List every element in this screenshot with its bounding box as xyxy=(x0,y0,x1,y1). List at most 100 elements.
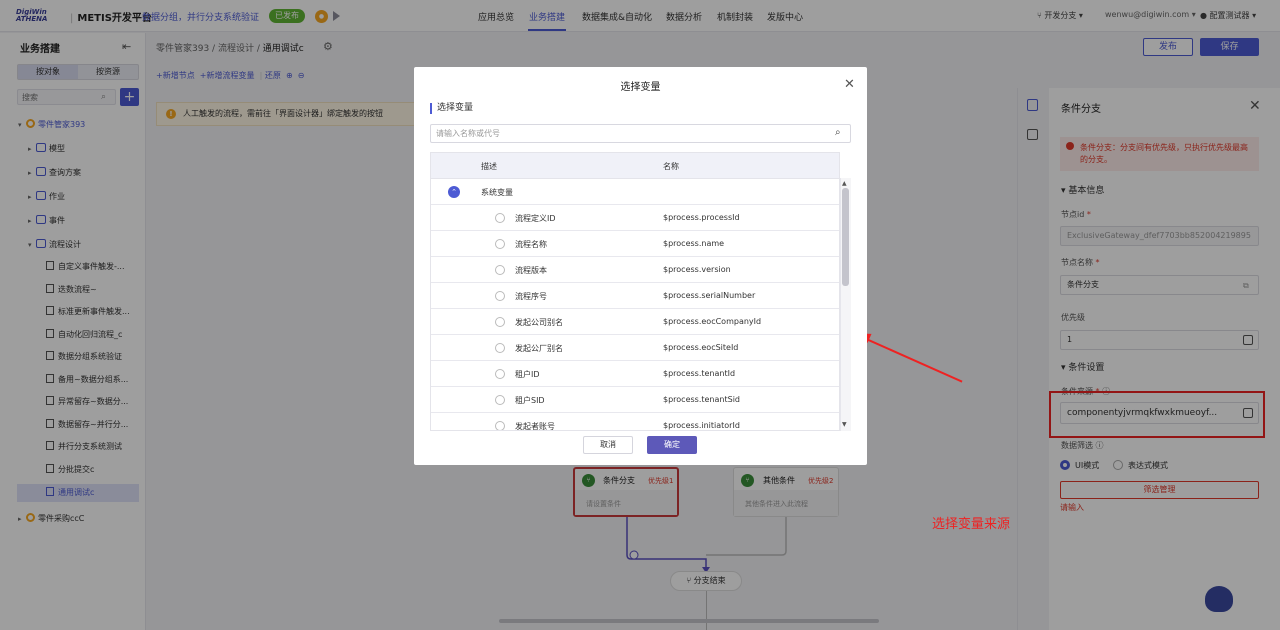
gear-icon[interactable]: ⚙ xyxy=(323,40,333,53)
publish-button[interactable]: 发布 xyxy=(1143,38,1193,56)
tree-item-flow-design[interactable]: ▾流程设计 xyxy=(28,239,81,249)
add-flow-variable-button[interactable]: +新增流程变量 xyxy=(199,71,255,80)
restore-button[interactable]: 还原 xyxy=(264,71,281,80)
table-row[interactable]: 发起者账号$process.initiatorId xyxy=(431,413,839,430)
table-row[interactable]: 流程定义ID$process.processId xyxy=(431,205,839,231)
group-row-system[interactable]: ⌃ 系统变量 xyxy=(431,179,839,205)
zoom-in-icon[interactable]: ⊕ xyxy=(285,71,293,80)
properties-icon[interactable] xyxy=(1027,99,1038,111)
user-email[interactable]: wenwu@digiwin.com ▾ xyxy=(1105,10,1196,19)
close-icon[interactable]: ✕ xyxy=(1249,98,1261,114)
expand-icon[interactable] xyxy=(1243,408,1253,418)
table-row[interactable]: 租户ID$process.tenantId xyxy=(431,361,839,387)
row-radio[interactable] xyxy=(495,317,505,327)
close-icon[interactable]: ✕ xyxy=(844,77,855,92)
row-radio[interactable] xyxy=(495,291,505,301)
table-row[interactable]: 流程名称$process.name xyxy=(431,231,839,257)
tree-item-flow[interactable]: 分批提交c xyxy=(46,461,94,479)
filter-manage-button[interactable]: 筛选管理 xyxy=(1060,481,1259,499)
tree-item-query[interactable]: ▸查询方案 xyxy=(28,167,81,177)
row-radio[interactable] xyxy=(495,369,505,379)
tree-item-model[interactable]: ▸模型 xyxy=(28,143,65,153)
row-radio[interactable] xyxy=(495,421,505,430)
tree-item-flow[interactable]: 异常留存~数据分... xyxy=(46,393,128,411)
tree-item-flow[interactable]: 备用~数据分组系... xyxy=(46,371,128,389)
branch-icon: ⑂ xyxy=(741,474,754,487)
tree-item-flow[interactable]: 数据分组系统验证 xyxy=(46,348,122,366)
tree-item-flow[interactable]: 迭数流程~ xyxy=(46,281,97,299)
tester-menu[interactable]: ● 配置测试器 ▾ xyxy=(1200,11,1257,20)
section-condition[interactable]: ▾ 条件设置 xyxy=(1061,363,1105,373)
cancel-button[interactable]: 取消 xyxy=(583,436,633,454)
translate-icon[interactable]: ⧉ xyxy=(1243,281,1249,290)
horizontal-scrollbar[interactable] xyxy=(499,619,879,623)
tree-item-flow-selected[interactable]: 通用调试c xyxy=(17,484,139,502)
tree-item-flow[interactable]: 自动化回归流程_c xyxy=(46,326,122,344)
chevron-up-icon[interactable]: ⌃ xyxy=(448,186,460,198)
tree-item-flow[interactable]: 标准更新事件触发... xyxy=(46,303,130,321)
row-radio[interactable] xyxy=(495,239,505,249)
ui-mode-label[interactable]: UI模式 xyxy=(1075,461,1100,470)
nav-data-integration[interactable]: 数据集成&自动化 xyxy=(582,13,653,23)
app-name[interactable]: 数据分组，并行分支系统验证 xyxy=(142,13,260,23)
add-node-button[interactable]: +新增节点 xyxy=(156,71,195,80)
assistant-owl-icon[interactable] xyxy=(1205,586,1233,612)
table-row[interactable]: 流程版本$process.version xyxy=(431,257,839,283)
left-panel-title: 业务搭建 xyxy=(20,44,60,55)
search-icon[interactable]: ⌕ xyxy=(835,127,841,138)
tree-item-root-parts[interactable]: ▾零件管家393 xyxy=(18,119,86,129)
breadcrumb-item[interactable]: 零件管家393 xyxy=(156,44,210,54)
table-scrollbar[interactable] xyxy=(840,178,851,431)
tab-by-object[interactable]: 按对象 xyxy=(18,65,78,79)
nav-app-overview[interactable]: 应用总览 xyxy=(478,13,515,23)
breadcrumb: 零件管家393 / 流程设计 / 通用调试c xyxy=(156,44,304,54)
app-icon[interactable]: ● xyxy=(315,10,328,23)
table-row[interactable]: 流程序号$process.serialNumber xyxy=(431,283,839,309)
play-icon[interactable] xyxy=(333,11,340,21)
nav-mechanism[interactable]: 机制封装 xyxy=(717,13,754,23)
priority-field[interactable]: 1 xyxy=(1060,330,1259,350)
row-radio[interactable] xyxy=(495,395,505,405)
tree-item-flow[interactable]: 自定义事件触发-... xyxy=(46,258,125,276)
nav-business-build[interactable]: 业务搭建 xyxy=(529,13,566,23)
help-icon[interactable]: ⓘ xyxy=(1095,441,1104,450)
zoom-out-icon[interactable]: ⊖ xyxy=(297,71,305,80)
table-row[interactable]: 租户SID$process.tenantSid xyxy=(431,387,839,413)
tree-item-flow[interactable]: 数据留存~并行分... xyxy=(46,416,128,434)
variable-search-input[interactable]: 请输入名称或代号 xyxy=(430,124,851,143)
tree-item-flow[interactable]: 并行分支系统测试 xyxy=(46,438,122,456)
row-radio[interactable] xyxy=(495,213,505,223)
code-icon[interactable] xyxy=(1027,129,1038,140)
table-row[interactable]: 发起公厂别名$process.eocSiteId xyxy=(431,335,839,361)
ui-mode-radio[interactable] xyxy=(1060,460,1070,470)
nav-release-center[interactable]: 发版中心 xyxy=(767,13,804,23)
tree-item-job[interactable]: ▸作业 xyxy=(28,191,65,201)
section-basic-info[interactable]: ▾ 基本信息 xyxy=(1061,186,1105,196)
collapse-icon[interactable]: ⇤ xyxy=(122,40,132,53)
row-desc: 发起公司别名 xyxy=(515,318,563,327)
tree-search-input[interactable] xyxy=(17,89,116,105)
confirm-button[interactable]: 确定 xyxy=(647,436,697,454)
search-icon[interactable]: ⌕ xyxy=(101,92,107,102)
save-button[interactable]: 保存 xyxy=(1200,38,1259,56)
branch-selector[interactable]: ⑂ 开发分支 ▾ xyxy=(1037,11,1083,20)
expression-mode-radio[interactable] xyxy=(1113,460,1123,470)
tab-by-resource[interactable]: 按资源 xyxy=(96,67,120,76)
row-radio[interactable] xyxy=(495,265,505,275)
expand-icon[interactable] xyxy=(1243,335,1253,345)
tree-item-event[interactable]: ▸事件 xyxy=(28,215,65,225)
scroll-up-icon[interactable]: ▲ xyxy=(842,180,847,187)
node-name-field[interactable]: 条件分支 xyxy=(1060,275,1259,295)
branch-end-node[interactable]: ⑂ 分支结束 xyxy=(670,571,742,591)
scroll-down-icon[interactable]: ▼ xyxy=(842,421,847,428)
column-desc: 描述 xyxy=(481,162,497,171)
table-row[interactable]: 发起公司别名$process.eocCompanyId xyxy=(431,309,839,335)
scrollbar-thumb[interactable] xyxy=(842,188,849,286)
row-radio[interactable] xyxy=(495,343,505,353)
condition-source-field[interactable]: componentyjvrmqkfwxkmueoyf... xyxy=(1060,402,1259,424)
breadcrumb-item[interactable]: 流程设计 xyxy=(217,44,254,54)
nav-data-analysis[interactable]: 数据分析 xyxy=(666,13,703,23)
expression-mode-label[interactable]: 表达式模式 xyxy=(1128,461,1168,470)
add-button[interactable]: + xyxy=(120,88,139,106)
tree-item-root-purchase[interactable]: ▸零件采购ccC xyxy=(18,513,85,523)
